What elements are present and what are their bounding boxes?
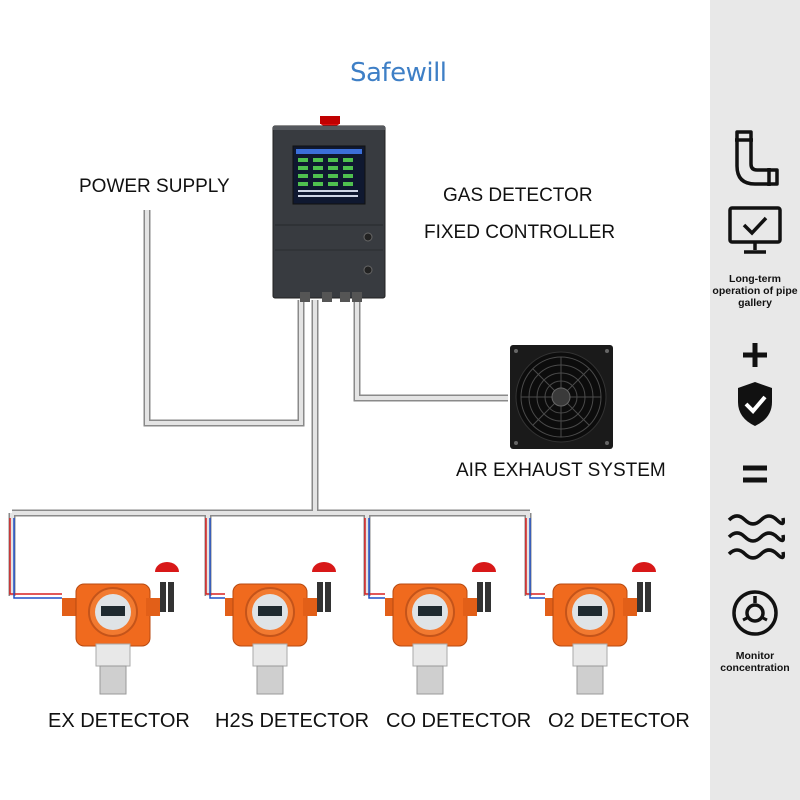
detector-label-ex: EX DETECTOR [48, 710, 190, 732]
exhaust-fan-icon [510, 345, 613, 449]
fixed-controller-unit [272, 116, 386, 302]
monitor-check-icon [710, 205, 800, 257]
pipe-icon [710, 128, 800, 188]
wiring [8, 210, 545, 599]
plus-icon [710, 340, 800, 370]
brand-logo: Safewill [350, 58, 447, 88]
detector-ex [62, 562, 179, 695]
feature-sidebar: Long-term operation of pipe gallery Mo [710, 0, 800, 800]
caption-long-term: Long-term operation of pipe gallery [712, 273, 798, 309]
detector-o2 [545, 562, 656, 695]
detector-label-co: CO DETECTOR [386, 710, 532, 732]
equals-icon [710, 462, 800, 486]
detector-h2s [225, 562, 336, 695]
detector-co [385, 562, 496, 695]
controller-label-line2: FIXED CONTROLLER [424, 222, 616, 243]
gas-waves-icon [710, 510, 800, 564]
caption-monitor: Monitor concentration [720, 650, 790, 674]
controller-label-line1: GAS DETECTOR [443, 185, 593, 206]
detector-label-o2: O2 DETECTOR [548, 710, 690, 732]
power-supply-label: POWER SUPPLY [79, 176, 230, 197]
concentration-gauge-icon [710, 588, 800, 638]
detector-label-h2s: H2S DETECTOR [215, 710, 370, 732]
exhaust-label: AIR EXHAUST SYSTEM [456, 460, 666, 481]
shield-check-icon [710, 380, 800, 428]
